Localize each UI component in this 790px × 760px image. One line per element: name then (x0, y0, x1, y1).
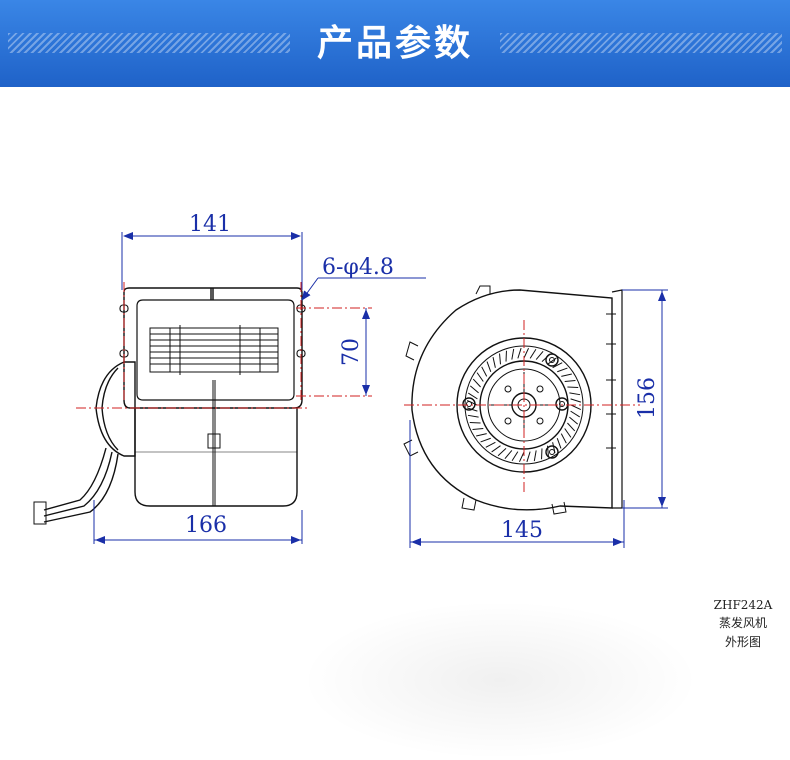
side-view (34, 288, 305, 524)
blade-tick (569, 393, 580, 395)
blade-tick (492, 446, 501, 452)
blade-tick (470, 386, 478, 393)
blade-tick (498, 448, 506, 455)
blade-tick (505, 450, 512, 458)
blade-tick (536, 351, 543, 359)
blade-tick (561, 434, 566, 444)
blade-tick (567, 423, 574, 431)
front-view (404, 286, 622, 514)
blade-tick (571, 411, 580, 417)
blade-tick (477, 373, 483, 382)
blade-tick (512, 452, 518, 461)
blade-tick (565, 381, 576, 382)
blade-tick (500, 354, 501, 365)
dim-front-height: 156 (635, 377, 660, 419)
blade-tick (486, 442, 496, 447)
blade-tick (530, 349, 536, 358)
blade-tick (571, 405, 581, 410)
dim-width-top: 141 (189, 212, 231, 237)
blade-tick (473, 429, 484, 430)
blade-tick (481, 438, 491, 442)
blade-tick (512, 349, 514, 360)
blade-tick (569, 417, 577, 424)
blade-tick (561, 374, 572, 376)
dim-hole-spec: 6-φ4.8 (322, 255, 394, 280)
blade-tick (487, 362, 491, 372)
blade-tick (557, 368, 567, 372)
blade-tick (534, 450, 536, 461)
blade-tick (524, 348, 529, 358)
dim-front-width: 145 (501, 518, 543, 543)
blade-tick (518, 348, 521, 358)
blade-tick (557, 438, 561, 448)
blade-tick (473, 379, 480, 387)
blade-tick (482, 367, 487, 377)
side-centerlines (76, 282, 372, 408)
technical-drawing: 141 166 6-φ4.8 70 (0, 0, 790, 688)
blade-tick (548, 358, 557, 364)
blade-tick (571, 399, 581, 402)
dim-outlet-height: 70 (339, 338, 364, 366)
dim-width-bottom: 166 (185, 513, 227, 538)
caption-name: 蒸发风机 (700, 615, 786, 632)
caption-type: 外形图 (700, 634, 786, 651)
blade-tick (468, 415, 479, 417)
caption-model: ZHF242A (700, 597, 786, 614)
blade-tick (527, 452, 530, 462)
blade-tick (493, 357, 495, 368)
blade-tick (519, 452, 524, 462)
blade-tick (553, 442, 555, 453)
blade-tick (565, 429, 571, 438)
blade-tick (476, 434, 487, 436)
